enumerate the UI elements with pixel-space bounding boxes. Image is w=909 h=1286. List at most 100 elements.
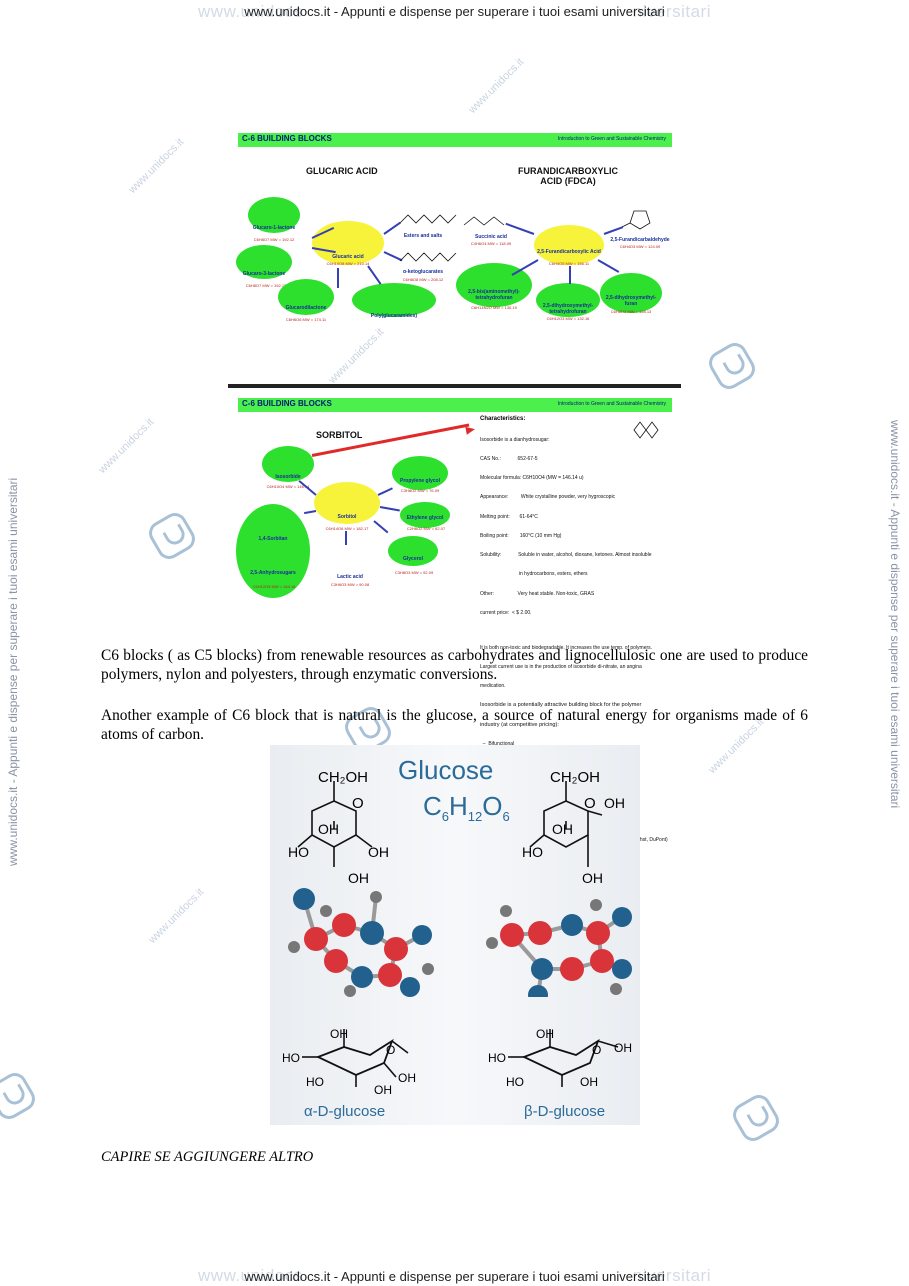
node-mw: C6H6O6 MW = 174.11 — [285, 317, 327, 322]
hydroxyl-label: OH — [614, 1041, 632, 1055]
ring-oxygen-label: O — [584, 795, 596, 812]
characteristics-line: CAS No.: 652-67-5 — [480, 456, 538, 463]
paragraph-glucose: Another example of C6 block that is natu… — [101, 707, 808, 743]
characteristics-line: current price: < $ 2.00. — [480, 609, 532, 616]
node-mw: C6H14O6 MW = 182.17 — [325, 526, 369, 531]
node-mw: C3H6O3 MW = 90.08 — [330, 582, 370, 587]
node-mw: C6H4O5 MW = 156.11 — [548, 261, 590, 266]
node-blob — [600, 273, 662, 313]
hydroxyl-label: OH — [580, 1075, 598, 1089]
node-mw: C6H8O7 MW = 192.12 — [253, 237, 295, 242]
diagonal-watermark: www.unidocs.it — [466, 56, 527, 116]
slide-glucaric-fdca: C-6 BUILDING BLOCKS Introduction to Gree… — [236, 133, 672, 323]
hydroxyl-label: HO — [488, 1051, 506, 1065]
hydroxyl-label: HO — [506, 1075, 524, 1089]
fdca-heading: FURANDICARBOXYLIC ACID (FDCA) — [518, 166, 618, 186]
node-mw: C6H12O5 MW = 164.16 — [252, 584, 296, 589]
characteristics-line: Isosorbide is a potentially attractive b… — [480, 702, 642, 709]
node-mw: C4H6O4 MW = 118.09 — [470, 241, 512, 246]
node-mw: C6H10O8 MW = 210.14 — [326, 261, 370, 266]
hydroxyl-label: OH — [374, 1083, 392, 1097]
characteristics-line: Appearance: White crystalline powder, ve… — [480, 494, 616, 501]
slide-subtitle: Introduction to Green and Sustainable Ch… — [557, 401, 666, 407]
node-label: Glucaro-1-lactone — [252, 225, 296, 231]
node-mw: C6H8O3 MW = 128.13 — [610, 309, 652, 314]
node-blob — [388, 536, 438, 566]
node-label: Glucarodilactone — [285, 305, 327, 311]
glucose-title: Glucose — [398, 755, 494, 785]
glucose-formula: C6H12O6 — [423, 791, 510, 825]
watermark-logo-icon — [144, 508, 200, 564]
succinic-acid-structure-icon — [463, 216, 505, 226]
hydroxyl-label: HO — [306, 1075, 324, 1089]
characteristics-line: Molecular formula: C6H10O4 (MW = 146.14 … — [480, 475, 584, 482]
page-footer: www.unidocs.it - Appunti e dispense per … — [244, 1269, 665, 1284]
reaction-arrow — [379, 506, 400, 512]
characteristics-line: Other: Very heat stable. Non-toxic, GRAS — [480, 590, 595, 597]
node-label: 2,5-Furandicarbaldehyde — [610, 237, 670, 243]
hydroxyl-label: OH — [398, 1071, 416, 1085]
ring-oxygen-label: O — [386, 1043, 396, 1057]
node-mw: C6H10O4 MW = 146.14 — [266, 484, 310, 489]
slide-title-bar: C-6 BUILDING BLOCKS Introduction to Gree… — [238, 398, 672, 412]
node-label: Propylene glycol — [399, 478, 440, 484]
node-mw: C6H8O7 MW = 192.12 — [245, 283, 287, 288]
node-blob — [352, 283, 436, 317]
node-blob — [314, 482, 380, 524]
node-mw: C3H8O2 MW = 76.09 — [400, 488, 440, 493]
slide-divider — [228, 384, 681, 388]
watermark-logo-icon — [728, 1090, 784, 1146]
node-label: 2,5-bis(aminomethyl)-tetrahydrofuran — [468, 289, 520, 301]
characteristics-line: in hydrocarbons, esters, ethers — [480, 571, 588, 578]
node-blob — [536, 283, 600, 317]
slide-subtitle: Introduction to Green and Sustainable Ch… — [557, 136, 666, 142]
node-blob — [312, 221, 384, 265]
hydroxyl-label: OH — [536, 1027, 554, 1041]
alpha-glucose-ball-and-stick-model — [288, 888, 434, 997]
slide-sorbitol: C-6 BUILDING BLOCKS Introduction to Gree… — [236, 398, 672, 1013]
node-label: 2,5-Anhydrosugars — [250, 570, 296, 576]
ketoglucarate-structure-icon — [399, 252, 457, 262]
reaction-arrow — [337, 268, 339, 288]
beta-glucose-skeletal-structure — [529, 781, 603, 867]
ch2oh-label: CH₂OH — [318, 769, 368, 786]
watermark-logo-icon — [704, 338, 760, 394]
characteristics-line: medication. — [480, 683, 506, 690]
alpha-glucose-label: α-D-glucose — [304, 1103, 386, 1120]
hydroxyl-label: OH — [348, 870, 369, 886]
node-blob — [400, 502, 450, 528]
glucaric-heading: GLUCARIC ACID — [306, 166, 378, 176]
slide-title-bar: C-6 BUILDING BLOCKS Introduction to Gree… — [238, 133, 672, 147]
isosorbide-structure-icon — [633, 421, 659, 439]
slide-title: C-6 BUILDING BLOCKS — [242, 134, 332, 143]
node-blob — [262, 446, 314, 482]
sorbitol-heading: SORBITOL — [316, 430, 363, 440]
node-label: Succinic acid — [475, 234, 507, 240]
node-label: Esters and salts — [403, 233, 443, 239]
furandicarbaldehyde-structure-icon — [621, 210, 651, 230]
node-label: Isosorbide — [275, 474, 301, 480]
reaction-arrow — [367, 265, 382, 285]
node-label: Poly(glucaramides) — [370, 313, 418, 319]
node-label: Glucaric acid — [332, 254, 364, 260]
hydroxyl-label: OH — [368, 844, 389, 860]
characteristics-line: Boiling point: 160°C (10 mm Hg) — [480, 532, 562, 539]
characteristics-line: It is both non-toxic and biodegradable. … — [480, 644, 653, 651]
diagonal-watermark: www.unidocs.it — [146, 886, 207, 946]
hydroxyl-label: OH — [604, 795, 625, 811]
alpha-glucose-chair-form — [302, 1029, 409, 1087]
node-label: Glucaro-3-lactone — [242, 271, 286, 277]
glucose-illustration: Glucose C6H12O6 CH₂OH O OH HO OH OH CH₂O… — [270, 745, 640, 1125]
node-label: 2,5-dihydroxymethyl-tetrahydrofuran — [542, 303, 594, 315]
ester-structure-icon — [399, 214, 457, 224]
node-mw: C3H8O3 MW = 92.09 — [394, 570, 434, 575]
node-label: 1,4-Sorbitan — [258, 536, 288, 542]
node-blob — [236, 245, 292, 279]
alpha-glucose-skeletal-structure — [297, 781, 373, 867]
watermark-logo-icon — [0, 1068, 40, 1124]
characteristics-line — [480, 629, 670, 632]
node-label: Sorbitol — [337, 514, 357, 520]
node-label: Lactic acid — [337, 574, 363, 580]
